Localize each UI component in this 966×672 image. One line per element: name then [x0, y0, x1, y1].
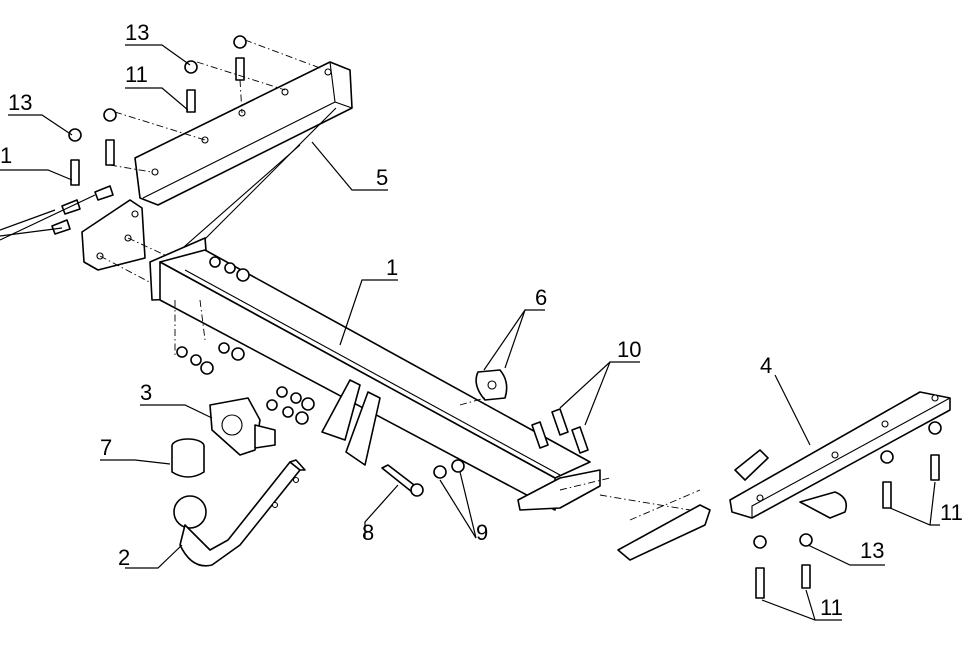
tow-ball-neck: [173, 459, 306, 567]
nuts-9: [433, 459, 465, 479]
ball-cover: [171, 438, 205, 478]
callout-13-right: 13: [860, 538, 884, 563]
crossbar-left-nuts: [174, 256, 250, 375]
socket-plate: [209, 397, 276, 456]
callout-7: 7: [100, 435, 112, 460]
leader-lines: [0, 44, 940, 621]
callout-11-bottom: 11: [820, 595, 843, 620]
center-mount-plates: [266, 379, 381, 466]
callout-2: 2: [118, 545, 130, 570]
main-crossbar: [149, 237, 611, 511]
callout-11-right: 11: [940, 500, 963, 525]
callout-5: 5: [376, 165, 388, 190]
callout-13-left: 13: [8, 90, 32, 115]
callout-1: 1: [386, 255, 398, 280]
right-fasteners: [753, 421, 942, 599]
callouts: 13 11 13 1 5 1 6 10 4 3 7 2 8 9 11 13 11: [0, 20, 963, 620]
long-bolt: [381, 464, 424, 497]
callout-9: 9: [476, 520, 488, 545]
left-mount-plate: [81, 199, 181, 286]
callout-11-top: 11: [125, 62, 148, 87]
callout-4: 4: [760, 353, 772, 378]
callout-6: 6: [535, 285, 547, 310]
callout-10: 10: [617, 337, 641, 362]
left-side-bracket: [134, 61, 353, 269]
rubber-bumper: [459, 369, 508, 406]
callout-13-top: 13: [125, 20, 149, 45]
callout-8: 8: [362, 520, 374, 545]
callout-3: 3: [140, 380, 152, 405]
right-side-bracket: [599, 391, 951, 561]
callout-1-left: 1: [0, 143, 12, 168]
bolts-10: [531, 408, 589, 454]
